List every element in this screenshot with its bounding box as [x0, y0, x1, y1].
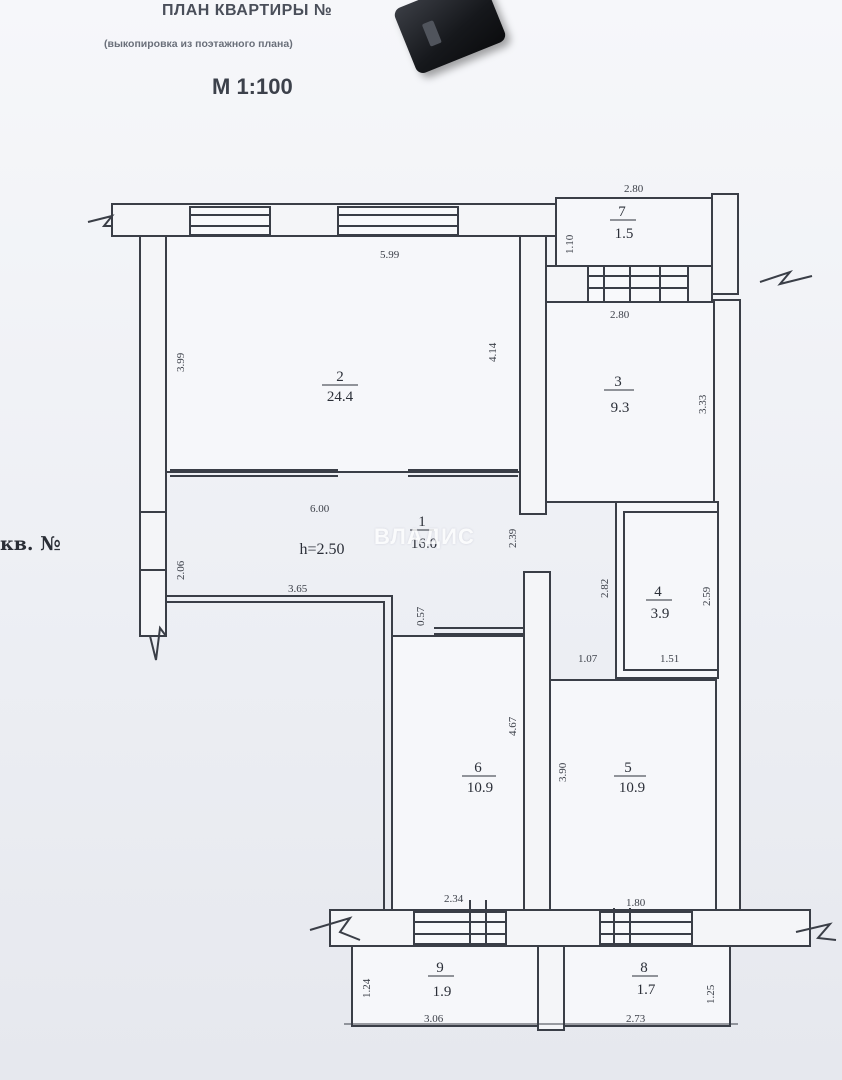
- room-5-area: 10.9: [619, 780, 645, 796]
- dim-left-small: 2.06: [175, 560, 187, 580]
- dim-room2-width: 5.99: [380, 249, 400, 261]
- wall-top: [111, 203, 559, 237]
- room-8-outline: [563, 945, 731, 1027]
- wall-right-top: [711, 193, 739, 295]
- room-3-number: 3: [614, 374, 622, 390]
- room-1-area: 16.0: [411, 536, 437, 552]
- dim-bottom-left-w: 2.34: [444, 893, 464, 905]
- room-9-number: 9: [436, 960, 444, 976]
- ceiling-height-label: h=2.50: [299, 541, 344, 558]
- dim-bottom-right-w: 1.80: [626, 897, 646, 909]
- room-6-outline: [391, 635, 525, 911]
- dim-room4-left: 2.82: [599, 579, 611, 598]
- room-3-area: 9.3: [611, 400, 630, 416]
- dim-balcony9-h: 1.24: [361, 978, 373, 998]
- room-8-area: 1.7: [637, 982, 656, 998]
- room-6-area: 10.9: [467, 780, 493, 796]
- watermark: ВЛАДИС: [374, 524, 475, 549]
- wall-room2-right: [519, 235, 547, 515]
- dim-gap-057: 0.57: [415, 606, 427, 626]
- room-7-area: 1.5: [615, 226, 634, 242]
- room-5-number: 5: [624, 760, 632, 776]
- room-6-number: 6: [474, 760, 482, 776]
- dim-room2-right-height: 4.14: [487, 342, 499, 362]
- dim-room5-left: 3.90: [557, 762, 569, 782]
- wall-left: [139, 235, 167, 637]
- dim-room6-height: 4.67: [507, 716, 519, 736]
- dim-room3-height: 3.33: [697, 394, 709, 414]
- room-5-outline: [549, 679, 717, 911]
- plan-title: ПЛАН КВАРТИРЫ №: [162, 2, 333, 19]
- room-8-number: 8: [640, 960, 648, 976]
- dim-hall-width: 6.00: [310, 503, 330, 515]
- dim-bottom-left-total: 3.06: [424, 1013, 444, 1025]
- room-3-outline: [545, 301, 715, 503]
- room-4-area: 3.9: [651, 606, 670, 622]
- room-4-number: 4: [654, 584, 662, 600]
- dim-balcony8-h: 1.25: [705, 984, 717, 1004]
- room-2-number: 2: [336, 369, 344, 385]
- plan-subtitle: (выкопировка из поэтажного плана): [104, 38, 293, 50]
- dim-top-width: 2.80: [624, 183, 644, 195]
- hall-lower-wall: [166, 601, 385, 910]
- wall-room6-room5: [523, 571, 551, 911]
- room-7-number: 7: [618, 204, 626, 220]
- apartment-label: кв. №: [0, 533, 61, 555]
- dim-bottom-right-total: 2.73: [626, 1013, 646, 1025]
- room-1-number: 1: [418, 514, 426, 530]
- room-7-outline: [555, 197, 713, 267]
- dim-hall-height: 2.39: [507, 528, 519, 548]
- room-2-area: 24.4: [327, 389, 354, 405]
- window-top-2: [337, 206, 459, 236]
- room-2-outline: [165, 235, 521, 473]
- dim-room4-w1: 1.07: [578, 653, 598, 665]
- window-room5: [599, 911, 693, 945]
- dim-room4-right: 2.59: [701, 586, 713, 606]
- dim-balcony7-height: 1.10: [564, 234, 576, 254]
- room-9-area: 1.9: [433, 984, 452, 1000]
- window-top-1: [189, 206, 271, 236]
- dim-room6-top: 3.65: [288, 583, 308, 595]
- wall-balcony-mid: [537, 945, 565, 1031]
- dim-room4-w2: 1.51: [660, 653, 679, 665]
- wall-bottom: [329, 909, 811, 947]
- dim-room3-top: 2.80: [610, 309, 630, 321]
- plan-scale: М 1:100: [212, 74, 293, 99]
- window-room6: [413, 911, 507, 945]
- dim-room2-left-height: 3.99: [175, 352, 187, 372]
